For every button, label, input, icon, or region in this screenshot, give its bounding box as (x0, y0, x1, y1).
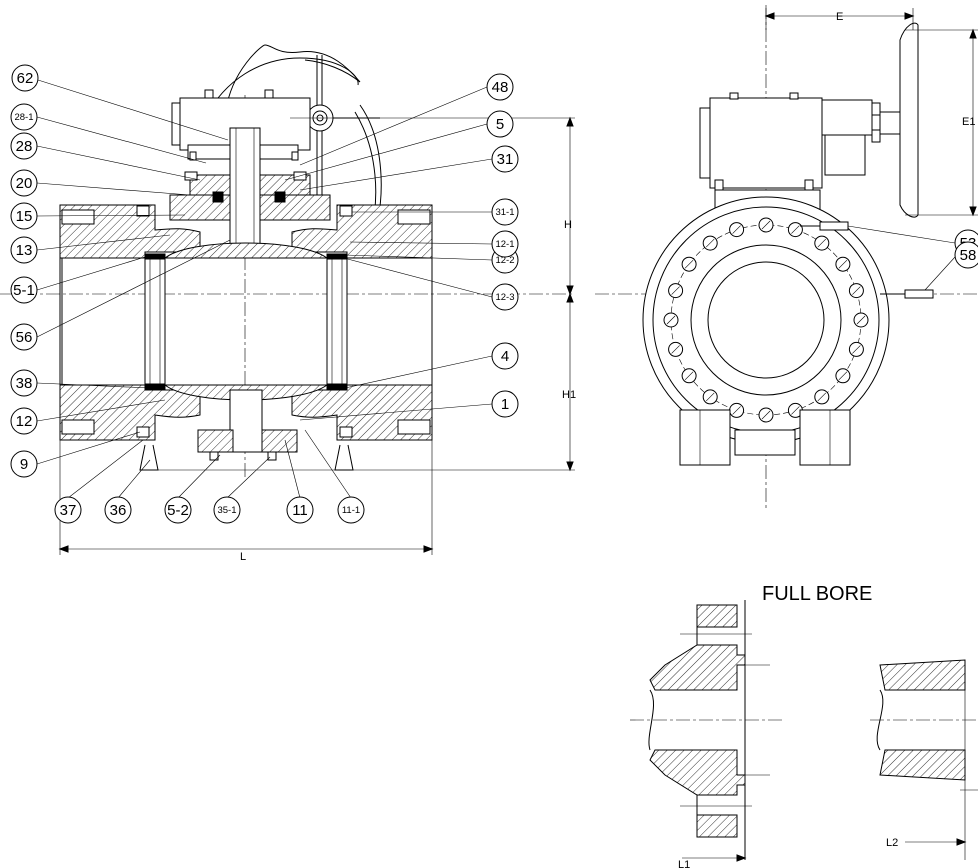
dim-H-label: H (564, 219, 572, 231)
bolt-hole-mark (671, 286, 680, 295)
valve-body-right (291, 204, 433, 441)
bottom-trunnion (197, 389, 298, 461)
front-view: E E1 (595, 5, 978, 510)
bolt-hole-mark (671, 345, 680, 354)
full-bore-detail: FULL BORE L1 L2 (630, 583, 978, 868)
svg-text:62: 62 (17, 70, 34, 87)
dim-L2-label: L2 (886, 837, 898, 849)
svg-text:58: 58 (960, 247, 977, 264)
bolt-hole-mark (852, 286, 861, 295)
svg-text:35-1: 35-1 (217, 505, 236, 516)
svg-text:28: 28 (16, 138, 33, 155)
callout-28: 28 (10, 132, 201, 181)
svg-text:5-1: 5-1 (13, 282, 35, 299)
bolt-hole-mark (666, 315, 676, 325)
callout-31: 31 (299, 145, 519, 191)
callout-37: 37 (54, 439, 144, 524)
svg-text:37: 37 (60, 502, 77, 519)
dim-E1-label: E1 (962, 116, 975, 128)
bolt-hole-mark (732, 406, 741, 415)
dim-L-label: L (240, 551, 246, 563)
callout-12-1: 12-1 (349, 230, 519, 258)
bolt-hole-mark (852, 345, 861, 354)
callout-5: 5 (284, 110, 514, 181)
svg-text:20: 20 (16, 175, 33, 192)
dim-L1-label: L1 (678, 859, 690, 868)
callout-9: 9 (10, 431, 141, 478)
bolt-hole-mark (761, 410, 771, 420)
ball (144, 242, 348, 401)
callout-5-1: 5-1 (10, 256, 146, 304)
svg-text:12-3: 12-3 (495, 292, 514, 303)
svg-text:31-1: 31-1 (495, 207, 514, 218)
callout-31-1: 31-1 (352, 198, 519, 226)
callout-36: 36 (104, 459, 151, 524)
svg-text:15: 15 (16, 208, 33, 225)
bolt-hole-mark (856, 315, 866, 325)
stem-assembly (169, 127, 331, 249)
bolt-holes (663, 217, 869, 423)
callout-4: 4 (344, 342, 519, 389)
svg-text:5-2: 5-2 (167, 502, 189, 519)
callout-56: 56 (10, 239, 231, 351)
bolt-hole-mark (705, 238, 715, 248)
svg-text:4: 4 (501, 348, 509, 365)
callout-48: 48 (299, 73, 514, 166)
callouts: 62 28-1 28 20 15 13 (10, 64, 978, 524)
svg-text:12-2: 12-2 (495, 255, 514, 266)
callout-38: 38 (10, 369, 151, 397)
callout-12: 12 (10, 399, 166, 435)
svg-text:9: 9 (20, 456, 28, 473)
svg-text:28-1: 28-1 (14, 112, 33, 123)
svg-text:48: 48 (492, 79, 509, 96)
svg-text:38: 38 (16, 375, 33, 392)
callout-11-1: 11-1 (304, 429, 365, 524)
svg-text:31: 31 (497, 151, 514, 168)
bolt-hole-mark (705, 392, 715, 402)
side-section-view (0, 44, 575, 480)
valve-body-left (59, 204, 201, 441)
callout-58: 58 (924, 241, 978, 291)
bolt-hole-mark (684, 371, 694, 381)
callout-35-1: 35-1 (213, 456, 271, 524)
bolt-hole-mark (732, 225, 741, 234)
callout-13: 13 (10, 234, 171, 264)
svg-text:11-1: 11-1 (342, 505, 360, 516)
full-bore-caption: FULL BORE (762, 583, 872, 605)
callout-62: 62 (11, 64, 229, 141)
bolt-hole-mark (684, 259, 694, 269)
svg-text:5: 5 (496, 116, 504, 133)
svg-text:12: 12 (16, 413, 33, 430)
bolt-hole-mark (791, 225, 800, 234)
bolt-hole-mark (761, 220, 771, 230)
dim-H1-label: H1 (562, 389, 576, 401)
side-view-dimensions: L H H1 (58, 116, 576, 563)
svg-text:36: 36 (110, 502, 127, 519)
bolt-hole-mark (817, 238, 827, 248)
svg-text:56: 56 (16, 329, 33, 346)
callout-5-2: 5-2 (164, 454, 221, 524)
callout-15: 15 (10, 202, 186, 230)
bolt-hole-mark (838, 259, 848, 269)
bolt-hole-mark (791, 406, 800, 415)
callout-11: 11 (284, 439, 314, 524)
callout-12-3: 12-3 (339, 256, 519, 311)
svg-text:12-1: 12-1 (495, 239, 514, 250)
callout-20: 20 (10, 169, 191, 197)
bolt-hole-mark (817, 392, 827, 402)
svg-text:1: 1 (501, 396, 509, 413)
callout-1: 1 (299, 390, 519, 421)
dim-E-label: E (836, 11, 843, 23)
callout-28-1: 28-1 (10, 103, 207, 164)
bolt-hole-mark (838, 371, 848, 381)
svg-text:13: 13 (16, 242, 33, 259)
svg-text:11: 11 (292, 502, 308, 519)
